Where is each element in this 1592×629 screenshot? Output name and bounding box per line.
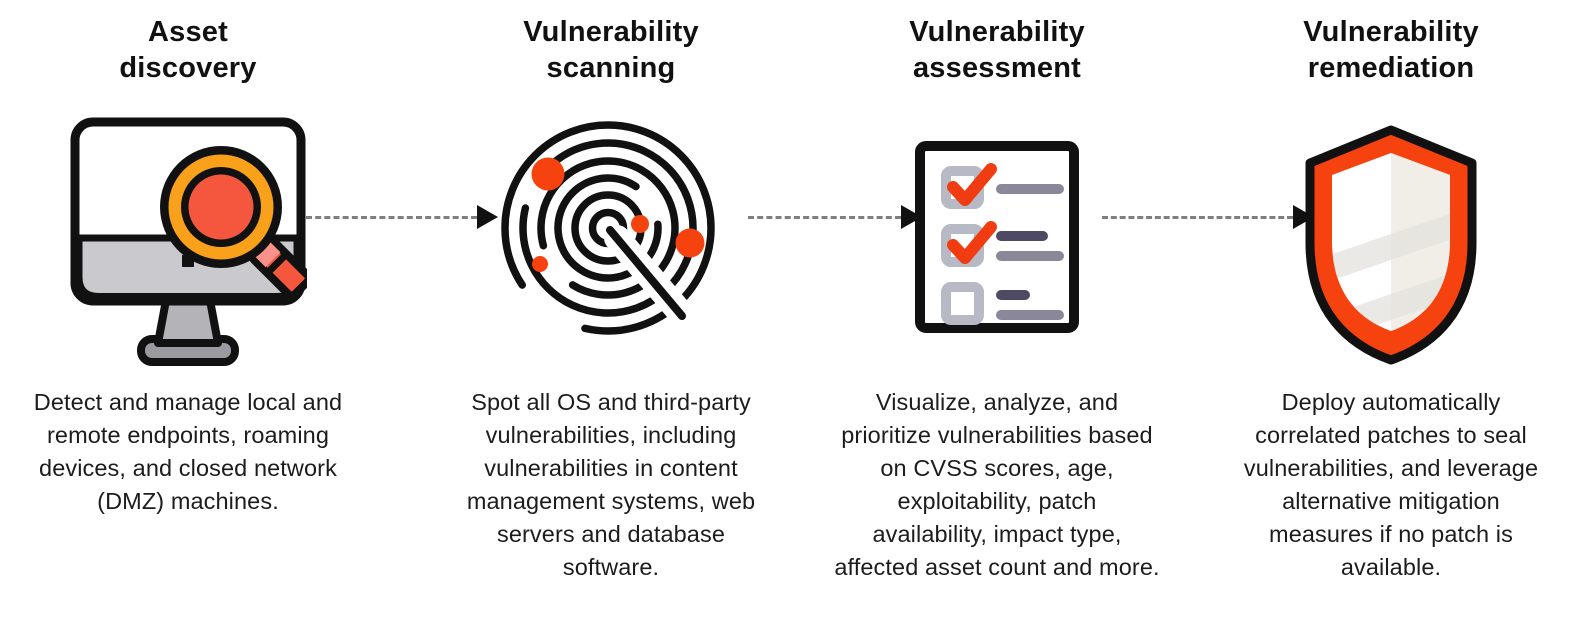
step-vulnerability-scanning: Vulnerability scanning	[424, 0, 798, 584]
icon-area	[489, 96, 733, 378]
step-title: Vulnerability scanning	[523, 16, 699, 84]
step-title: Asset discovery	[119, 16, 257, 84]
arrow-head-icon	[901, 205, 922, 229]
step-title: Vulnerability remediation	[1303, 16, 1479, 84]
flow-arrow-2	[748, 205, 922, 229]
arrow-dashed-line	[306, 215, 477, 219]
step-title: Vulnerability assessment	[909, 16, 1085, 84]
radar-icon	[501, 121, 715, 335]
arrow-dashed-line	[748, 215, 901, 219]
step-description: Visualize, analyze, and prioritize vulne…	[834, 389, 1160, 580]
step-description: Deploy automatically correlated patches …	[1243, 389, 1539, 580]
step-vulnerability-remediation: Vulnerability remediation	[1196, 0, 1586, 584]
step-asset-discovery: Asset discovery	[4, 0, 372, 518]
arrow-head-icon	[1293, 205, 1314, 229]
flow-arrow-3	[1102, 205, 1314, 229]
shield-icon	[1305, 125, 1477, 365]
icon-area	[69, 96, 307, 378]
arrow-dashed-line	[1102, 215, 1293, 219]
flow-arrow-1	[306, 205, 498, 229]
arrow-head-icon	[477, 205, 498, 229]
step-vulnerability-assessment: Vulnerability assessment	[798, 0, 1196, 584]
icon-area	[1300, 96, 1482, 378]
step-description: Spot all OS and third-party vulnerabilit…	[466, 389, 756, 580]
checklist-icon	[915, 141, 1079, 333]
icon-area	[913, 96, 1081, 378]
monitor-magnifier-icon	[70, 117, 307, 366]
step-description: Detect and manage local and remote endpo…	[33, 389, 343, 514]
